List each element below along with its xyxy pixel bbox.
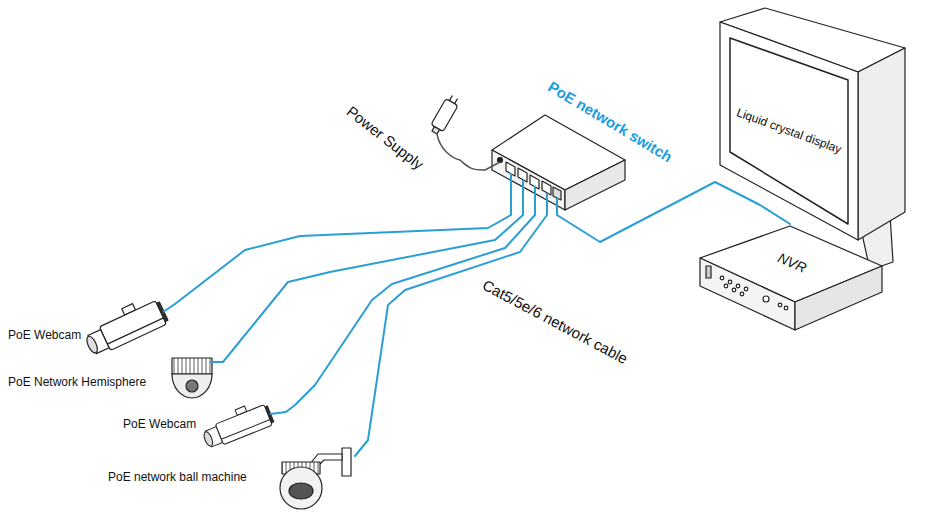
box-camera — [157, 302, 168, 321]
network-cable — [557, 182, 790, 242]
speed-dome-camera — [280, 448, 351, 509]
switch-body — [534, 186, 536, 215]
network-cable — [223, 215, 523, 362]
camera-node: PoE Network Hemisphere — [5, 356, 223, 402]
box-camera — [202, 431, 214, 448]
node-label: Liquid crystal display — [735, 105, 844, 156]
power-adapter — [449, 95, 452, 100]
dome-camera — [172, 358, 212, 374]
power-adapter — [428, 93, 461, 160]
box-camera — [85, 335, 100, 355]
switch-body — [565, 160, 625, 210]
box-camera — [270, 412, 286, 414]
box-camera — [107, 318, 163, 344]
switch-body — [522, 180, 524, 215]
node-label: PoE Webcam — [8, 328, 81, 342]
dome-camera — [172, 374, 212, 398]
camera-node: PoE network ball machine — [105, 448, 355, 512]
cable-label: Cat5/5e/6 network cable — [479, 276, 630, 368]
nvr-figure — [700, 226, 882, 330]
monitor-figure — [720, 22, 858, 240]
nvr-figure — [706, 266, 711, 278]
network-cable — [175, 215, 511, 304]
nvr-figure — [720, 276, 724, 280]
power-adapter — [455, 98, 458, 103]
node-label: PoE Network Hemisphere — [8, 375, 146, 389]
nvr-figure — [732, 288, 736, 292]
nvr-figure — [795, 266, 882, 330]
switch-body — [485, 115, 625, 215]
node-label: PoE network ball machine — [108, 470, 247, 484]
poe-switch: PoE network switch — [485, 85, 680, 215]
lcd-monitor: Liquid crystal display — [716, 4, 908, 220]
power-adapter — [428, 93, 461, 136]
node-label: NVR — [775, 249, 809, 276]
nvr-figure — [728, 280, 732, 284]
power-supply: Power Supply — [335, 92, 460, 180]
node-label: PoE Webcam — [123, 417, 196, 431]
monitor-figure — [858, 48, 905, 240]
nvr-figure — [763, 296, 769, 302]
nvr-figure — [740, 292, 744, 296]
switch-body — [498, 158, 503, 163]
speed-dome-camera — [289, 483, 313, 499]
switch-body — [492, 150, 565, 210]
dome-camera — [186, 380, 198, 392]
box-camera — [99, 301, 166, 351]
nvr-figure — [744, 287, 748, 291]
nvr-figure — [784, 306, 788, 310]
switch-body — [485, 162, 500, 170]
switch-body — [518, 168, 527, 182]
dome-camera — [210, 361, 223, 363]
nvr-figure — [778, 303, 782, 307]
switch-body — [510, 173, 512, 215]
box-camera — [80, 293, 175, 358]
box-camera — [199, 398, 286, 450]
speed-dome-camera — [342, 448, 351, 476]
dome-camera — [172, 358, 223, 398]
node-label: PoE network switch — [545, 78, 676, 166]
speed-dome-camera — [280, 467, 322, 509]
nvr-figure — [724, 284, 728, 288]
switch-body — [542, 181, 551, 195]
power-cord — [460, 160, 485, 170]
power-adapter — [437, 134, 460, 160]
box-camera — [215, 405, 272, 445]
power-adapter — [432, 127, 440, 134]
switch-body — [556, 198, 558, 215]
nvr-figure — [736, 284, 740, 288]
switch-body — [511, 173, 557, 215]
box-camera — [221, 420, 270, 440]
switch-body — [546, 193, 548, 215]
node-label: Power Supply — [343, 102, 427, 173]
camera-node: PoE Webcam — [5, 296, 175, 354]
box-camera — [199, 398, 275, 450]
network-cable — [286, 215, 535, 412]
camera-node: PoE Webcam — [118, 404, 286, 446]
monitor-figure — [720, 8, 905, 270]
network-cable — [355, 215, 547, 456]
monitor-figure — [730, 38, 848, 224]
nvr-figure — [700, 258, 795, 330]
nvr-recorder: NVR — [698, 224, 884, 340]
box-camera — [163, 304, 175, 312]
box-camera — [80, 293, 169, 358]
